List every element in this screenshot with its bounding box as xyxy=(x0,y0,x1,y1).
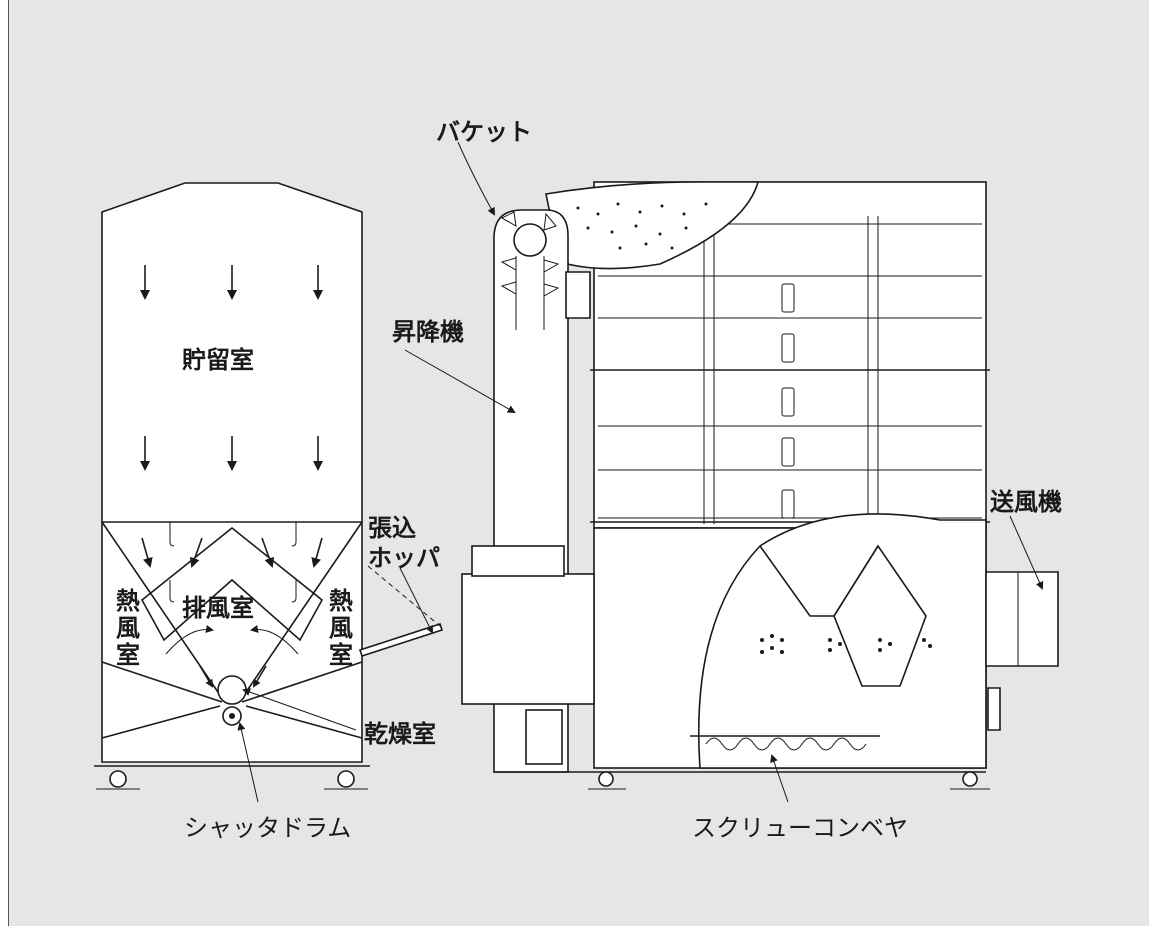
chute xyxy=(565,271,591,319)
blower-vane-right xyxy=(833,544,927,687)
label-hot-air-left-2: 風 xyxy=(116,614,140,642)
label-drying-room: 乾燥室 xyxy=(364,720,436,748)
label-hot-air-right-2: 風 xyxy=(329,614,353,642)
label-exhaust-room: 排風室 xyxy=(182,594,254,622)
motor-box xyxy=(525,709,563,765)
grain-dots xyxy=(576,202,708,250)
right-machine xyxy=(461,181,1059,790)
buckets xyxy=(500,211,560,330)
exhaust-chamber-outline xyxy=(140,526,324,642)
label-hot-air-right-3: 室 xyxy=(329,641,353,669)
drive-box xyxy=(461,573,595,705)
blower-fan xyxy=(985,571,1059,667)
panel-handles xyxy=(781,283,795,519)
label-bucket: バケット xyxy=(436,118,532,146)
label-elevator: 昇降機 xyxy=(392,318,464,346)
label-blower: 送風機 xyxy=(990,488,1062,516)
screw-spiral xyxy=(705,737,867,751)
blower-motor-icon xyxy=(987,687,1001,731)
baffle-hooks xyxy=(169,522,297,603)
base-line-right-2 xyxy=(245,705,363,739)
base-line-left-2 xyxy=(101,705,221,739)
hopper xyxy=(358,565,444,658)
machine-wheel-left-icon xyxy=(598,771,614,787)
left-section xyxy=(94,182,370,790)
hot-air-flow-arrows xyxy=(165,624,299,655)
blower-holes xyxy=(760,634,932,654)
label-storage-room: 貯留室 xyxy=(182,346,254,374)
label-hot-air-left-3: 室 xyxy=(116,641,140,669)
drying-drum-icon xyxy=(217,675,247,705)
labels: バケット 昇降機 貯留室 熱 風 室 排風室 熱 風 室 張込 ホッパ 送風機 … xyxy=(116,118,1062,842)
leader-lines xyxy=(237,141,1044,803)
grain-flow-arrows xyxy=(140,265,323,688)
bucket-pulley-icon xyxy=(513,223,547,257)
label-hot-air-left-1: 熱 xyxy=(116,587,140,615)
drive-box-top xyxy=(471,545,565,577)
label-hopper-2: ホッパ xyxy=(368,544,440,572)
machine-wheel-right-icon xyxy=(962,771,978,787)
label-hopper-1: 張込 xyxy=(368,514,416,542)
funnel-right xyxy=(241,521,363,699)
wheel-right-icon xyxy=(337,770,355,788)
label-hot-air-right-1: 熱 xyxy=(329,587,353,615)
base-line-left xyxy=(101,661,223,703)
label-screw-conveyor: スクリューコンベヤ xyxy=(692,814,908,842)
base-line-right xyxy=(241,661,363,703)
label-shutter-drum: シャッタドラム xyxy=(184,814,351,842)
wheel-left-icon xyxy=(109,770,127,788)
